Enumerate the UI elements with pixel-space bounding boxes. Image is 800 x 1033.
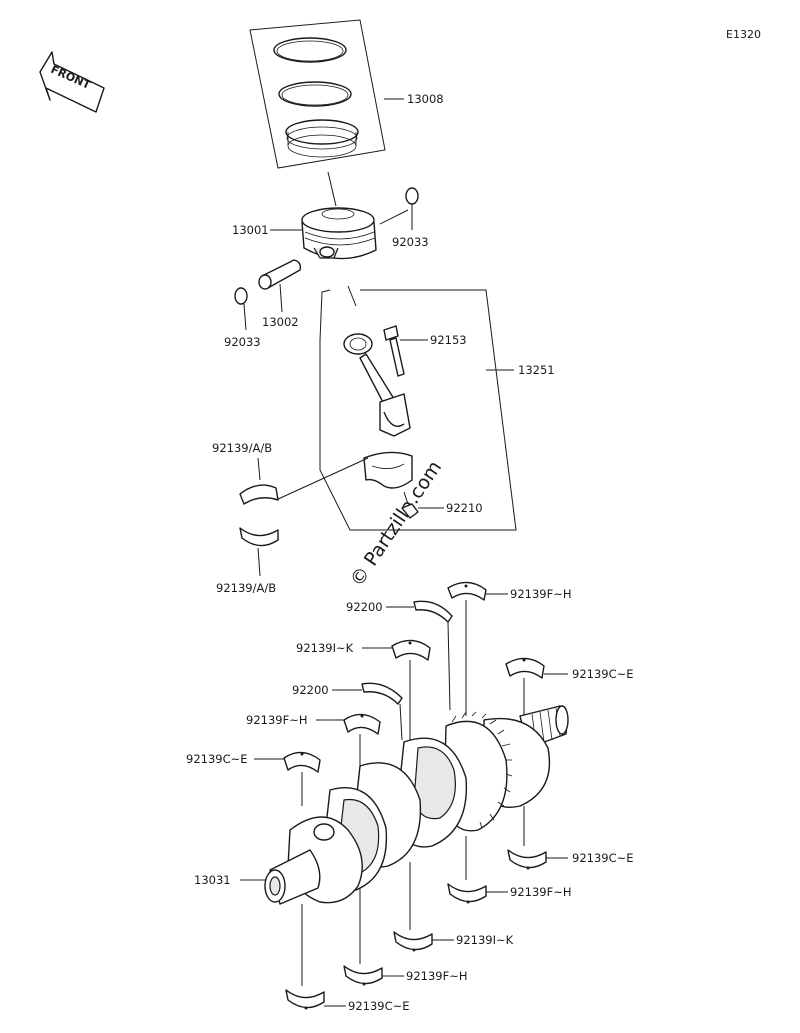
thrust-washer-top (413, 600, 453, 623)
circlip-left (234, 287, 248, 331)
callout-92139ik-lower: 92139I~K (456, 933, 514, 947)
main-bearing-fh-top (447, 581, 487, 601)
callout-92139ce-upper-right: 92139C~E (572, 667, 634, 681)
crankshaft (264, 705, 569, 905)
main-bearing-fh-mid (343, 713, 381, 735)
callout-92033-right: 92033 (392, 235, 429, 249)
conrod-bolt (383, 325, 405, 377)
main-bearing-fh-bottom (343, 965, 383, 986)
conrod-nut (401, 491, 419, 519)
callout-92139fh-bottom: 92139F~H (406, 969, 467, 983)
callout-92200-mid: 92200 (292, 683, 329, 697)
main-bearing-ce-lower-right (507, 849, 547, 870)
callout-92139fh-mid: 92139F~H (246, 713, 307, 727)
callout-13008: 13008 (407, 92, 444, 106)
main-bearing-ce-bottom (285, 989, 325, 1010)
main-bearing-ik-lower (393, 931, 433, 952)
thrust-washer-mid (361, 682, 403, 705)
callout-92139ab-upper: 92139/A/B (212, 441, 272, 455)
diagram-code: E1320 (726, 28, 761, 41)
callout-92139ce-bottom: 92139C~E (348, 999, 410, 1013)
callout-13031: 13031 (194, 873, 231, 887)
conrod-cap (363, 451, 413, 489)
callout-92200-top: 92200 (346, 600, 383, 614)
callout-13001: 13001 (232, 223, 269, 237)
conrod-bearing-upper (239, 484, 279, 505)
piston (301, 207, 377, 260)
callout-92139ce-left: 92139C~E (186, 752, 248, 766)
front-arrow-icon: FRONT (39, 51, 105, 113)
piston-pin (258, 259, 302, 313)
callout-92139ce-lower-right: 92139C~E (572, 851, 634, 865)
main-bearing-ce-left (283, 751, 321, 773)
callout-92139ik-upper: 92139I~K (296, 641, 354, 655)
piston-ring-set (249, 19, 404, 207)
conrod-frame (319, 289, 517, 531)
callout-92210: 92210 (446, 501, 483, 515)
conrod-bearing-lower (239, 527, 279, 547)
callout-92139ab-lower: 92139/A/B (216, 581, 276, 595)
callout-13251: 13251 (518, 363, 555, 377)
callout-92033-left: 92033 (224, 335, 261, 349)
connecting-rod (343, 333, 411, 437)
main-bearing-fh-lower (447, 883, 487, 904)
main-bearing-ik-upper (391, 639, 431, 661)
callout-92153: 92153 (430, 333, 467, 347)
circlip-right (405, 187, 419, 230)
main-bearing-ce-upper-right (505, 657, 545, 679)
callout-92139fh-top: 92139F~H (510, 587, 571, 601)
callout-92139fh-lower: 92139F~H (510, 885, 571, 899)
callout-13002: 13002 (262, 315, 299, 329)
